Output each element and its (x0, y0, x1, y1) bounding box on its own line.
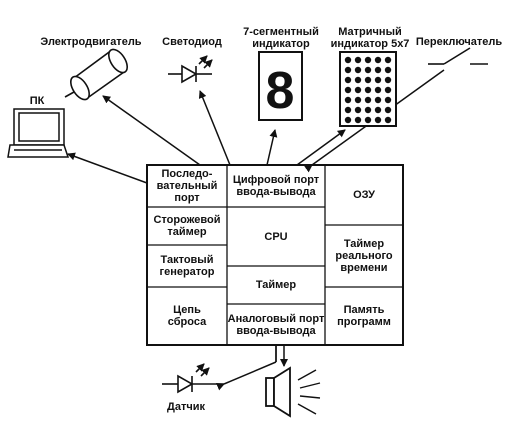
matrix-dot (364, 76, 372, 84)
serial-port-cell: Последо- вательный порт (156, 168, 218, 204)
switch-label: Переключатель (415, 36, 503, 48)
matrix-dot (344, 106, 352, 114)
seven-segment-label: 7-сегментный индикатор (243, 26, 319, 50)
sensor-label: Датчик (167, 401, 205, 413)
ram-cell: ОЗУ (353, 189, 375, 201)
matrix-dot (374, 96, 382, 104)
matrix-dot (384, 116, 392, 124)
seven-segment-icon (258, 51, 303, 121)
reset-circuit-cell: Цепь сброса (167, 304, 207, 328)
motor-icon (64, 48, 128, 101)
matrix-icon (339, 51, 397, 127)
matrix-dot (354, 106, 362, 114)
motor-label: Электродвигатель (40, 36, 142, 48)
matrix-dot (354, 86, 362, 94)
matrix-dot (384, 106, 392, 114)
matrix-dot (374, 106, 382, 114)
sensor-icon (162, 363, 224, 394)
matrix-dot (384, 56, 392, 64)
watchdog-cell: Сторожевой таймер (153, 214, 221, 238)
matrix-dot (344, 66, 352, 74)
timer-cell: Таймер (255, 279, 297, 291)
matrix-dot (374, 86, 382, 94)
pc-label: ПК (29, 95, 45, 107)
rtc-cell: Таймер реального времени (335, 238, 393, 274)
matrix-dot (344, 76, 352, 84)
matrix-dot (344, 86, 352, 94)
matrix-dot (354, 56, 362, 64)
speaker-icon (265, 366, 321, 418)
analog-io-cell: Аналоговый порт ввода-вывода (227, 312, 325, 337)
matrix-label: Матричный индикатор 5х7 (330, 26, 410, 50)
matrix-dot (384, 86, 392, 94)
cpu-cell: CPU (264, 230, 288, 243)
matrix-dot (384, 66, 392, 74)
matrix-dot (364, 106, 372, 114)
matrix-dot (354, 66, 362, 74)
led-icon (168, 55, 213, 84)
matrix-dot (374, 76, 382, 84)
digital-io-cell: Цифровой порт ввода-вывода (232, 174, 320, 198)
switch-icon (428, 47, 488, 65)
matrix-dot (354, 96, 362, 104)
matrix-dot (354, 76, 362, 84)
matrix-dot (364, 96, 372, 104)
matrix-dot (364, 86, 372, 94)
matrix-dot (364, 66, 372, 74)
matrix-dot (374, 56, 382, 64)
mcu-block (146, 164, 404, 346)
matrix-dot (364, 56, 372, 64)
matrix-dot (354, 116, 362, 124)
matrix-dot (344, 96, 352, 104)
matrix-dot (344, 56, 352, 64)
matrix-dot (344, 116, 352, 124)
matrix-dot (364, 116, 372, 124)
pc-icon (7, 108, 70, 158)
seven-segment-digit: 8 (266, 62, 295, 120)
led-label: Светодиод (162, 36, 222, 48)
program-memory-cell: Память программ (337, 304, 391, 328)
matrix-dot (374, 116, 382, 124)
clock-generator-cell: Тактовый генератор (159, 254, 215, 278)
matrix-dot (384, 96, 392, 104)
matrix-dot (374, 66, 382, 74)
matrix-dot (384, 76, 392, 84)
